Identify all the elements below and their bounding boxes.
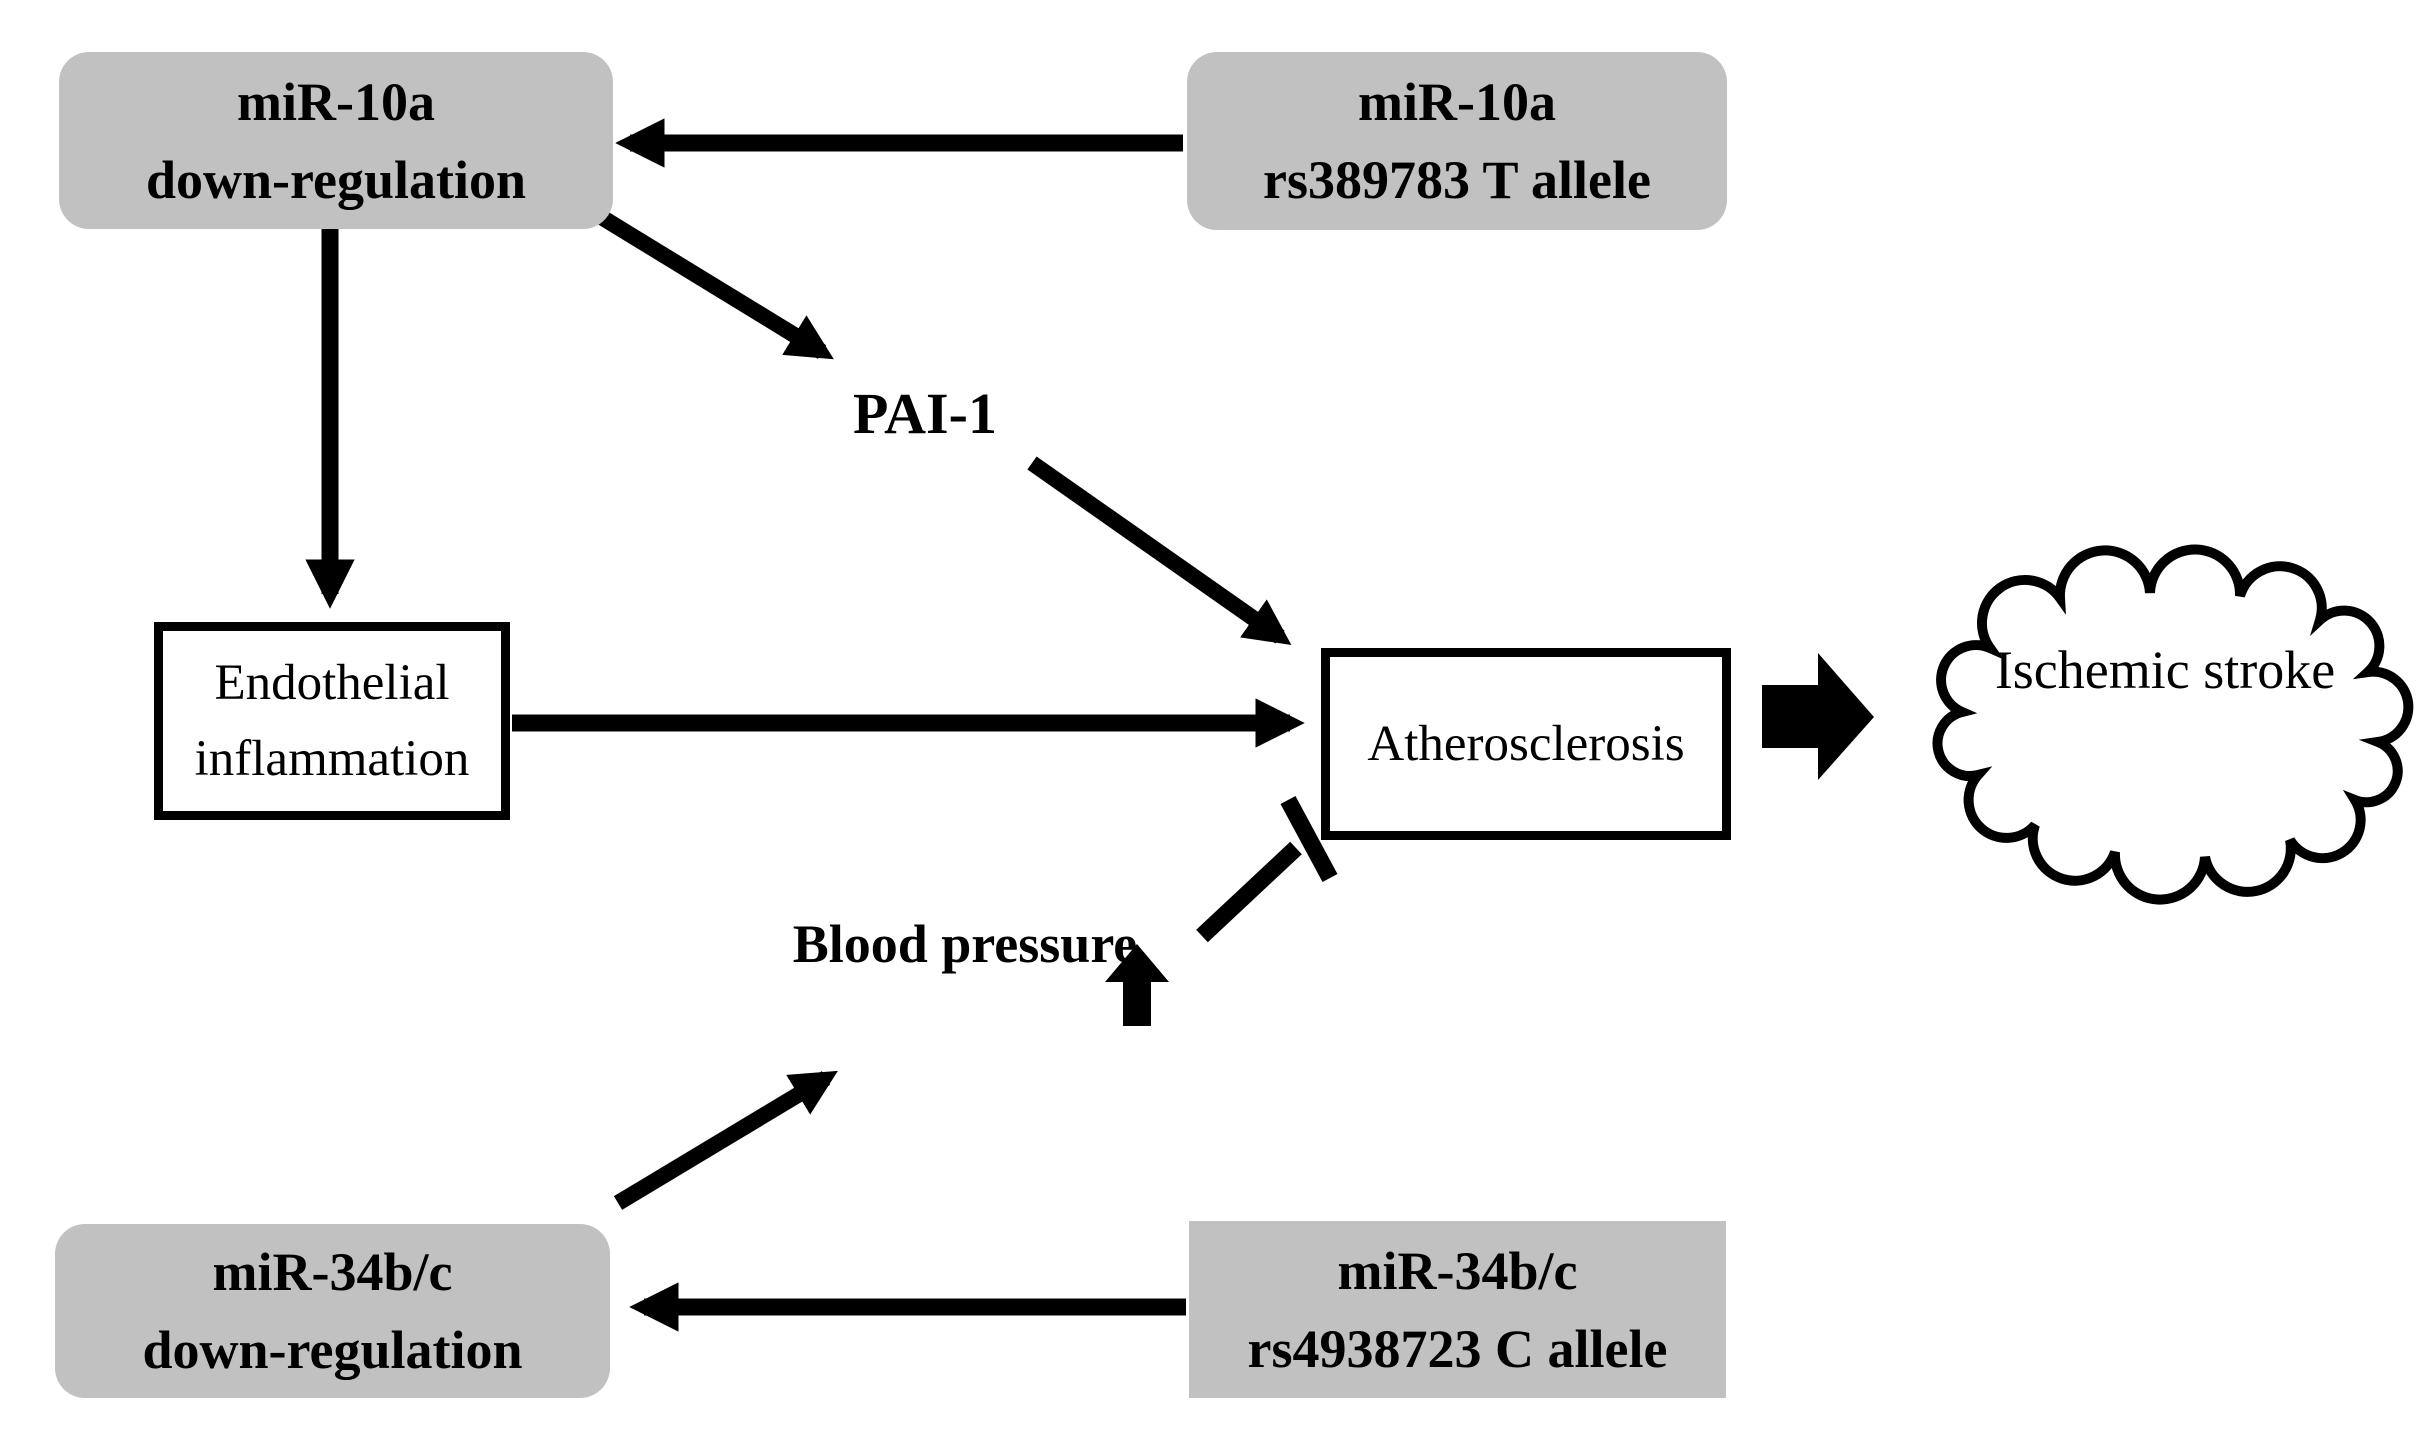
node-label-line: Atherosclerosis [1367,716,1685,772]
label-pai1: PAI-1 [853,381,997,446]
tbar-bloodpressure-to-atherosclerosis [1196,795,1338,943]
node-label-line: miR-34b/c [1337,1240,1578,1301]
node-mir10a-downregulation: miR-10a down-regulation [59,52,613,229]
node-label-line: miR-34b/c [212,1242,453,1302]
label-blood-pressure: Blood pressure [780,900,1150,988]
label-line: Ischemic [1994,640,2190,700]
node-endothelial-inflammation: Endothelial inflammation [154,622,510,820]
node-label-line: inflammation [194,731,470,787]
node-mir10a-rs389783-t-allele: miR-10a rs389783 T allele [1187,52,1727,230]
label-line: pressure [941,914,1138,974]
blockarrow-atherosclerosis-to-stroke [1762,653,1874,780]
label-ischemic-stroke: Ischemic stroke [1950,628,2380,712]
node-atherosclerosis: Atherosclerosis [1321,648,1731,840]
node-label-line: down-regulation [145,149,527,210]
node-label-line: rs4938723 C allele [1247,1318,1668,1379]
arrow-pai1-to-atherosclerosis [1027,456,1292,645]
label-line: Blood [792,914,928,974]
arrow-mir10a-to-pai1 [580,200,834,360]
node-label-line: Endothelial [214,655,450,711]
ischemic-stroke-cloud [1932,544,2414,905]
node-mir34bc-downregulation: miR-34b/c down-regulation [55,1224,610,1398]
node-label-line: miR-10a [237,71,435,132]
arrow-mir34bc-to-bloodpressure [613,1070,838,1210]
node-mir34bc-rs4938723-c-allele: miR-34b/c rs4938723 C allele [1189,1221,1726,1398]
node-label-line: rs389783 T allele [1263,150,1651,210]
label-line: stroke [2203,640,2336,700]
node-label-line: miR-10a [1358,72,1556,132]
node-label-line: down-regulation [142,1320,523,1380]
increase-up-arrow-icon [1105,944,1169,1026]
